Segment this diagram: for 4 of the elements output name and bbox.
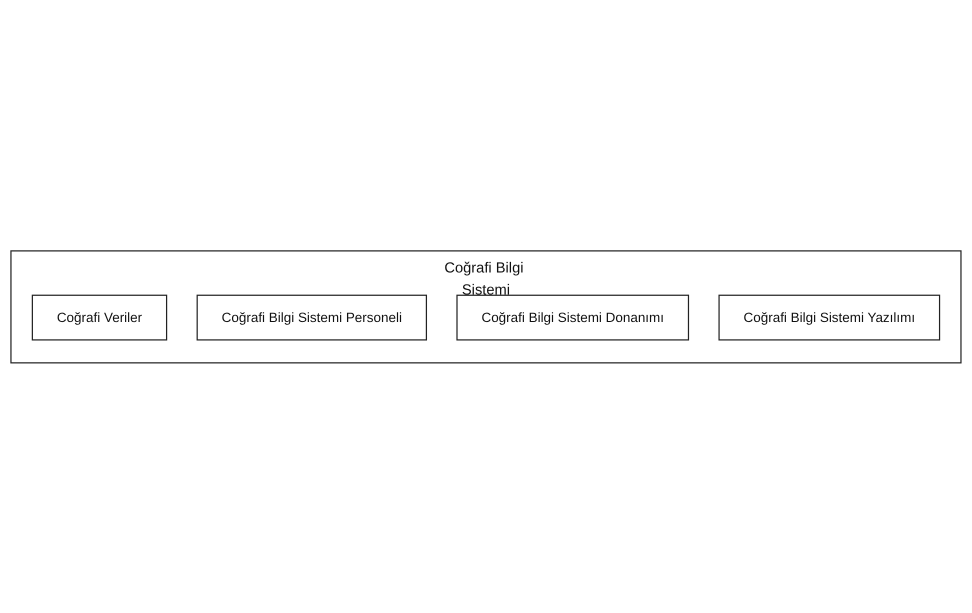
node-box: Coğrafi Bilgi Sistemi Yazılımı [718, 294, 940, 340]
node-box: Coğrafi Bilgi Sistemi Donanımı [456, 294, 690, 340]
node-box: Coğrafi Veriler [32, 294, 168, 340]
node-box: Coğrafi Bilgi Sistemi Personeli [196, 294, 428, 340]
